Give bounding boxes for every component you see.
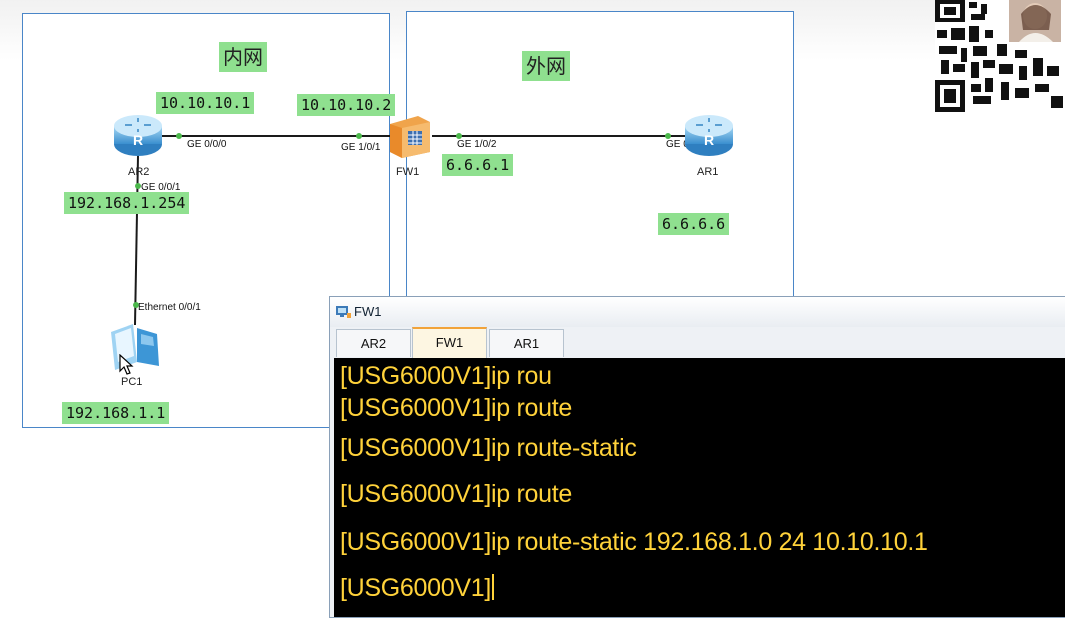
ip-label-pc1: 192.168.1.1 — [62, 402, 170, 424]
device-name-pc1: PC1 — [121, 376, 143, 388]
device-name-ar1: AR1 — [697, 166, 719, 178]
terminal-line: [USG6000V1]ip route-static 192.168.1.0 2… — [340, 528, 928, 556]
port-dot-pc1-eth — [133, 302, 139, 308]
qr-code-graphic — [935, 0, 1065, 112]
port-dot-fw1-ge101 — [356, 133, 362, 139]
terminal-line: [USG6000V1]ip rou — [340, 362, 552, 390]
link-ar2-pc1 — [134, 155, 139, 326]
port-label-ar2-ge000: GE 0/0/0 — [187, 139, 227, 150]
ip-label-fw1-ge101: 10.10.10.2 — [297, 94, 396, 116]
port-dot-fw1-ge102 — [456, 133, 462, 139]
svg-text:R: R — [704, 132, 714, 148]
port-label-fw1-ge101: GE 1/0/1 — [341, 142, 381, 153]
port-label-pc1-eth: Ethernet 0/0/1 — [138, 302, 201, 313]
ip-label-ar2-ge001: 192.168.1.254 — [64, 192, 190, 214]
router-ar2[interactable]: R — [113, 112, 163, 158]
pc-icon — [111, 324, 159, 370]
terminal-icon — [336, 305, 352, 324]
firewall-icon — [390, 116, 430, 158]
svg-text:R: R — [133, 132, 143, 148]
text-cursor — [491, 574, 494, 600]
area-outer-title: 外网 — [522, 51, 570, 81]
terminal-line: [USG6000V1]ip route — [340, 480, 572, 508]
terminal-line: [USG6000V1]ip route — [340, 394, 572, 422]
qr-code-image — [935, 0, 1065, 112]
mouse-cursor-icon — [119, 354, 134, 375]
port-label-fw1-ge102: GE 1/0/2 — [457, 139, 497, 150]
router-icon: R — [114, 115, 162, 156]
ip-label-ar1: 6.6.6.6 — [658, 213, 730, 235]
port-dot-ar2-ge000 — [176, 133, 182, 139]
tab-ar2[interactable]: AR2 — [336, 329, 411, 357]
terminal-output[interactable]: [USG6000V1]ip rou [USG6000V1]ip route [U… — [334, 358, 1065, 617]
firewall-fw1[interactable] — [386, 114, 432, 158]
port-dot-ar2-ge001 — [135, 183, 141, 189]
router-icon: R — [685, 115, 733, 156]
pc-pc1[interactable] — [107, 322, 163, 375]
console-titlebar[interactable]: FW1 — [330, 297, 1065, 327]
ip-label-ar2-ge000: 10.10.10.1 — [156, 92, 255, 114]
area-inner-title: 内网 — [219, 42, 267, 72]
router-ar1[interactable]: R — [684, 112, 734, 158]
device-name-fw1: FW1 — [396, 166, 420, 178]
terminal-line: [USG6000V1]ip route-static — [340, 434, 637, 462]
tab-ar1[interactable]: AR1 — [489, 329, 564, 357]
port-label-ar2-ge001: GE 0/0/1 — [141, 182, 181, 193]
ip-label-fw1-ge102: 6.6.6.1 — [442, 154, 514, 176]
terminal-prompt-line[interactable]: [USG6000V1] — [340, 574, 494, 603]
area-inner-network[interactable]: 内网 — [22, 13, 390, 428]
terminal-prompt: [USG6000V1] — [340, 574, 491, 602]
port-dot-ar1-ge000 — [665, 133, 671, 139]
device-name-ar2: AR2 — [128, 166, 150, 178]
console-title: FW1 — [354, 304, 382, 319]
tab-fw1[interactable]: FW1 — [412, 327, 487, 358]
console-window[interactable]: FW1 AR2 FW1 AR1 [USG6000V1]ip rou [USG60… — [329, 296, 1065, 618]
